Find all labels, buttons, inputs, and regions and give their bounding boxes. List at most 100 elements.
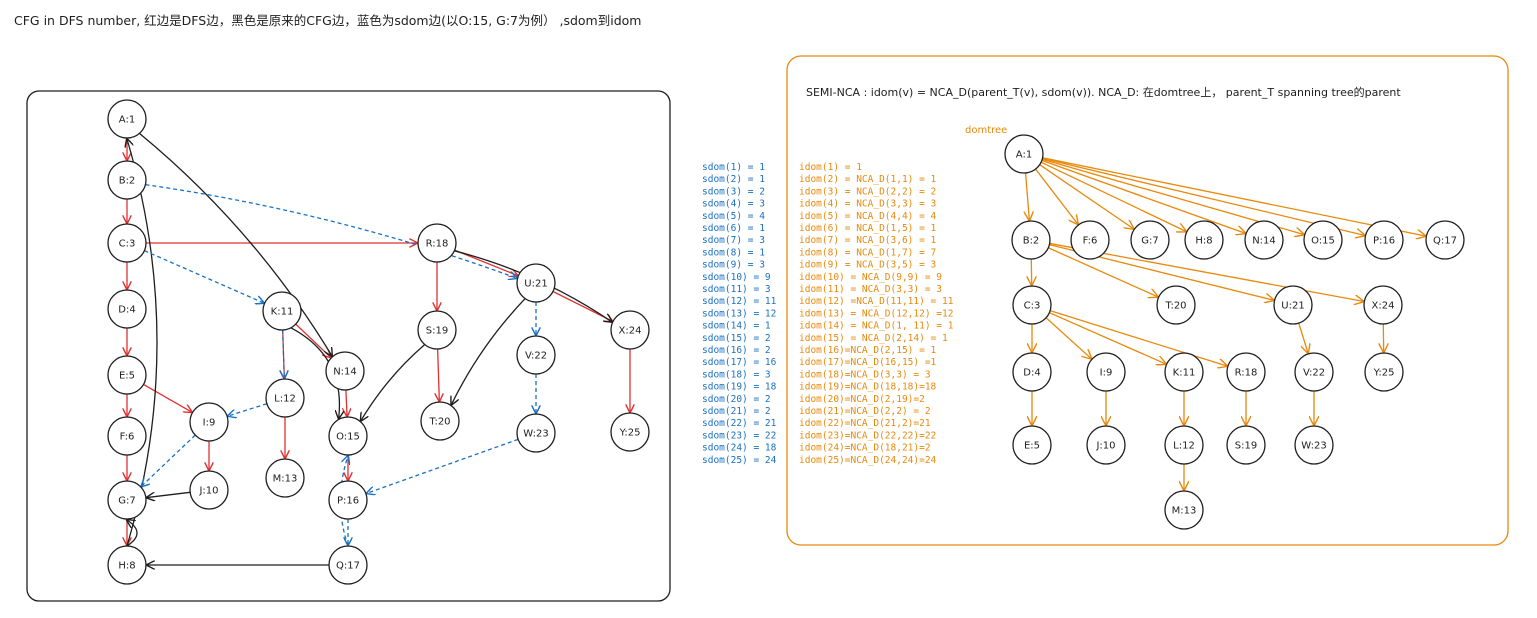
domtree-node-b: B:2 xyxy=(1011,220,1051,260)
sdom-edge-w-p xyxy=(367,438,519,493)
domtree-node-i: I:9 xyxy=(1086,352,1126,392)
sdom-line: sdom(10) = 9 xyxy=(702,272,771,283)
idom-line: idom(8) = NCA_D(1,7) = 7 xyxy=(799,247,936,258)
cfg-node-label: J:10 xyxy=(198,486,218,497)
cfg-node-v: V:22 xyxy=(516,335,556,375)
domtree-node-label: T:20 xyxy=(1164,301,1186,312)
cfg-node-u: U:21 xyxy=(516,263,556,303)
cfg-node-circle xyxy=(516,335,556,375)
domtree-node-circle xyxy=(1226,352,1266,392)
cfg-edge-j-g xyxy=(147,491,191,497)
idom-line: idom(18)=NCA_D(3,3) = 3 xyxy=(799,369,931,380)
domtree-node-circle xyxy=(1303,220,1343,260)
domtree-edge-a-n xyxy=(1041,159,1245,233)
domtree-edge-a-h xyxy=(1040,161,1186,231)
domtree-node-l: L:12 xyxy=(1164,425,1204,465)
cfg-node-circle xyxy=(610,412,650,452)
idom-line: idom(13) = NCA_D(12,12) =12 xyxy=(799,308,953,319)
cfg-node-circle xyxy=(189,470,229,510)
cfg-node-y: Y:25 xyxy=(610,412,650,452)
domtree-node-circle xyxy=(1425,220,1465,260)
idom-line: idom(21)=NCA_D(2,2) = 2 xyxy=(799,406,931,417)
idom-line: idom(5) = NCA_D(4,4) = 4 xyxy=(799,211,937,222)
domtree-node-m: M:13 xyxy=(1164,490,1204,530)
sdom-line: sdom(3) = 2 xyxy=(702,186,765,197)
domtree-node-label: I:9 xyxy=(1100,368,1113,379)
cfg-node-circle xyxy=(189,402,229,442)
idom-line: idom(11) = NCA_D(3,3) = 3 xyxy=(799,284,942,295)
domtree-node-u: U:21 xyxy=(1273,285,1313,325)
cfg-node-t: T:20 xyxy=(420,401,460,441)
sdom-line: sdom(12) = 11 xyxy=(702,296,777,307)
cfg-node-i: I:9 xyxy=(189,402,229,442)
domtree-node-label: L:12 xyxy=(1173,441,1195,452)
idom-line: idom(17)=NCA_D(16,15) =1 xyxy=(799,357,937,368)
cfg-edge-h-g xyxy=(127,520,138,547)
domtree-node-r: R:18 xyxy=(1226,352,1266,392)
domtree-node-label: H:8 xyxy=(1195,236,1212,247)
sdom-line: sdom(23) = 22 xyxy=(702,430,776,441)
domtree-edge-c-i xyxy=(1045,317,1091,359)
sdom-line: sdom(17) = 16 xyxy=(702,357,777,368)
cfg-node-w: W:23 xyxy=(516,413,556,453)
domtree-node-d: D:4 xyxy=(1012,352,1052,392)
sdom-line: sdom(1) = 1 xyxy=(702,162,765,173)
dfs-edge-s-t xyxy=(438,348,440,401)
domtree-node-s: S:19 xyxy=(1226,425,1266,465)
cfg-node-f: F:6 xyxy=(107,416,147,456)
cfg-node-a: A:1 xyxy=(107,99,147,139)
cfg-node-label: I:9 xyxy=(203,418,216,429)
cfg-node-label: P:16 xyxy=(337,496,359,507)
domtree-node-p: P:16 xyxy=(1364,220,1404,260)
domtree-edge-a-q xyxy=(1042,157,1426,236)
domtree-node-circle xyxy=(1070,220,1110,260)
cfg-node-circle xyxy=(107,99,147,139)
sdom-edge-c-k xyxy=(144,250,263,303)
cfg-node-label: N:14 xyxy=(333,367,357,378)
domtree-edge-b-t xyxy=(1048,247,1157,297)
cfg-edge-u-t xyxy=(451,298,526,405)
domtree-node-label: E:5 xyxy=(1024,441,1040,452)
sdom-line: sdom(6) = 1 xyxy=(702,223,765,234)
sdom-edge-l-i xyxy=(228,403,268,416)
cfg-node-label: A:1 xyxy=(119,115,135,126)
domtree-node-circle xyxy=(1012,285,1052,325)
dfs-edge-k-n xyxy=(295,323,331,357)
domtree-node-o: O:15 xyxy=(1303,220,1343,260)
cfg-edge-a-n xyxy=(139,132,331,356)
cfg-node-circle xyxy=(417,310,457,350)
domtree-node-label: M:13 xyxy=(1172,506,1197,517)
domtree-node-label: C:3 xyxy=(1024,301,1041,312)
domtree-node-circle xyxy=(1244,220,1284,260)
domtree-edge-a-p xyxy=(1042,157,1364,235)
cfg-node-label: D:4 xyxy=(118,305,135,316)
sdom-line: sdom(19) = 18 xyxy=(702,382,777,393)
domtree-node-label: B:2 xyxy=(1023,236,1040,247)
sdom-edge-k-l xyxy=(283,329,285,378)
domtree-node-circle xyxy=(1164,425,1204,465)
domtree-node-label: Q:17 xyxy=(1433,236,1457,247)
domtree-node-circle xyxy=(1226,425,1266,465)
diagram-title: CFG in DFS number, 红边是DFS边，黑色是原来的CFG边，蓝色… xyxy=(14,13,642,28)
cfg-node-label: Y:25 xyxy=(619,428,641,439)
domtree-node-t: T:20 xyxy=(1156,285,1196,325)
domtree-node-label: X:24 xyxy=(1372,301,1395,312)
cfg-node-s: S:19 xyxy=(417,310,457,350)
domtree-edge-c-k xyxy=(1049,312,1165,364)
idom-line: idom(24)=NCA_D(18,21)=2 xyxy=(799,443,931,454)
cfg-node-circle xyxy=(107,223,147,263)
domtree-node-f: F:6 xyxy=(1070,220,1110,260)
idom-line: idom(2) = NCA_D(1,1) = 1 xyxy=(799,174,937,185)
cfg-panel xyxy=(26,90,671,602)
sdom-line: sdom(14) = 1 xyxy=(702,321,771,332)
idom-line: idom(19)=NCA_D(18,18)=18 xyxy=(799,382,937,393)
domtree-node-circle xyxy=(1273,285,1313,325)
idom-line: idom(16)=NCA_D(2,15) = 1 xyxy=(799,345,937,356)
cfg-node-label: V:22 xyxy=(525,351,547,362)
cfg-node-label: H:8 xyxy=(118,561,135,572)
idom-line: idom(15) = NCA_D(2,14) = 1 xyxy=(799,333,948,344)
sdom-edge-i-g xyxy=(141,434,196,486)
